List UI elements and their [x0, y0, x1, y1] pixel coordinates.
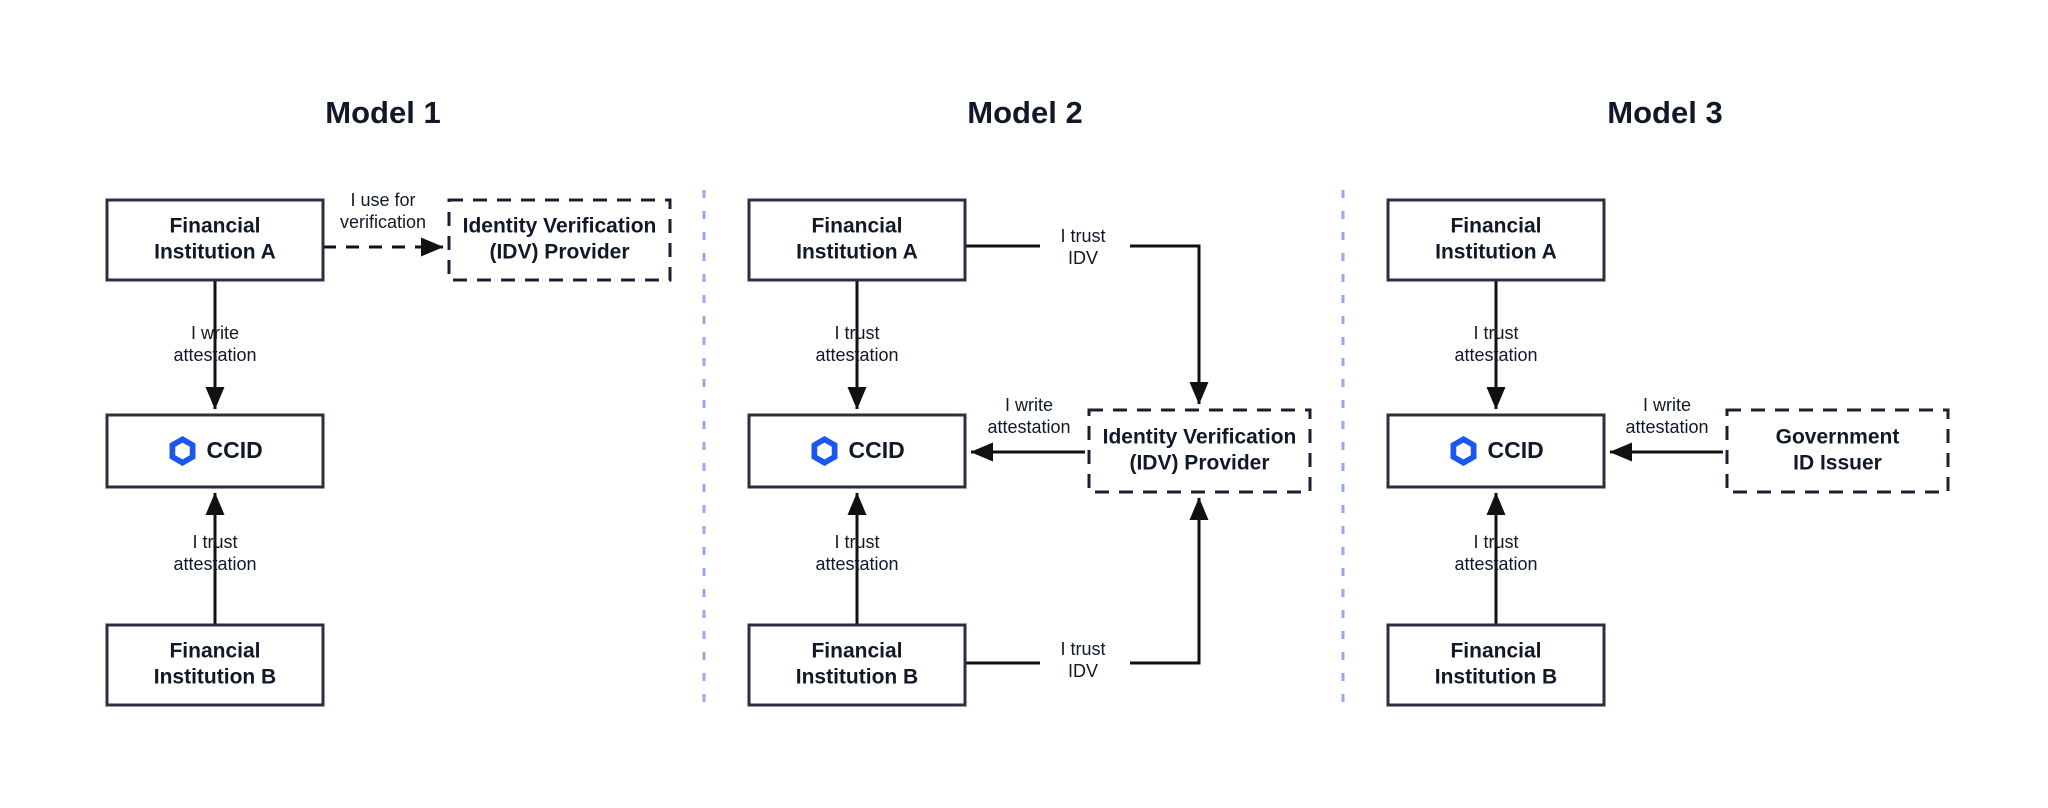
- node-label: Institution B: [796, 666, 918, 689]
- edge-label: attestation: [987, 417, 1070, 437]
- node-label: Institution B: [1435, 666, 1557, 689]
- edge-label: I trust: [1473, 323, 1518, 343]
- node-box[interactable]: [447, 198, 672, 282]
- node-identity-verification-provider[interactable]: Identity Verification (IDV) Provider: [1087, 408, 1312, 494]
- node-label: Financial: [1450, 215, 1541, 238]
- connector-segment: [1130, 244, 1209, 405]
- node-ccid-node[interactable]: CCID: [747, 413, 967, 489]
- node-label: ID Issuer: [1793, 452, 1882, 475]
- edge-label: I write: [191, 323, 239, 343]
- ccid-hexagon-icon: [169, 436, 196, 466]
- edge-label: attestation: [815, 345, 898, 365]
- node-label: Identity Verification: [1103, 426, 1297, 449]
- node-box[interactable]: [747, 198, 967, 282]
- hexagon-inner-cutout: [175, 442, 190, 460]
- edge-label: I write: [1643, 395, 1691, 415]
- edge-label: I trust: [192, 532, 237, 552]
- edge-label: I trust: [834, 532, 879, 552]
- ccid-hexagon-icon: [811, 436, 838, 466]
- model-title: Model 3: [1607, 95, 1722, 130]
- edge-label: attestation: [1454, 345, 1537, 365]
- node-label: Institution A: [1435, 241, 1557, 264]
- node-label: Identity Verification: [463, 215, 657, 238]
- edge-label: attestation: [1625, 417, 1708, 437]
- edge-label: attestation: [815, 554, 898, 574]
- hexagon-inner-cutout: [817, 442, 832, 460]
- node-label: Institution B: [154, 666, 276, 689]
- node-box[interactable]: [1386, 198, 1606, 282]
- edge-label: I trust: [1060, 639, 1105, 659]
- node-box[interactable]: [747, 623, 967, 707]
- node-box[interactable]: [1087, 408, 1312, 494]
- node-label: Financial: [1450, 640, 1541, 663]
- node-box[interactable]: [105, 623, 325, 707]
- edge-label: attestation: [1454, 554, 1537, 574]
- ccid-wordmark: CCID: [207, 437, 263, 463]
- node-label: Financial: [169, 640, 260, 663]
- node-ccid-node[interactable]: CCID: [105, 413, 325, 489]
- node-box[interactable]: [105, 413, 325, 489]
- node-label: (IDV) Provider: [489, 241, 629, 264]
- node-label: (IDV) Provider: [1129, 452, 1269, 475]
- node-identity-verification-provider[interactable]: Identity Verification (IDV) Provider: [447, 198, 672, 282]
- node-label: Financial: [811, 640, 902, 663]
- node-ccid-node[interactable]: CCID: [1386, 413, 1606, 489]
- edge-label: IDV: [1068, 661, 1098, 681]
- node-box[interactable]: [747, 413, 967, 489]
- ccid-hexagon-icon: [1450, 436, 1477, 466]
- edge-label: I trust: [1060, 226, 1105, 246]
- node-label: Financial: [169, 215, 260, 238]
- ccid-wordmark: CCID: [1488, 437, 1544, 463]
- edge-label: verification: [340, 212, 426, 232]
- edge-label: attestation: [173, 554, 256, 574]
- edge-label: IDV: [1068, 248, 1098, 268]
- node-box[interactable]: [1386, 413, 1606, 489]
- node-box[interactable]: [1386, 623, 1606, 707]
- edge-label: I write: [1005, 395, 1053, 415]
- model-title: Model 2: [967, 95, 1082, 130]
- edge-label: I trust: [834, 323, 879, 343]
- connector-segment: [1130, 497, 1209, 665]
- ccid-wordmark: CCID: [849, 437, 905, 463]
- hexagon-inner-cutout: [1456, 442, 1471, 460]
- edge-label: I trust: [1473, 532, 1518, 552]
- model-title: Model 1: [325, 95, 440, 130]
- edge-label: I use for: [350, 190, 415, 210]
- node-box[interactable]: [1725, 408, 1950, 494]
- node-label: Government: [1776, 426, 1900, 449]
- node-government-id-issuer[interactable]: Government ID Issuer: [1725, 408, 1950, 494]
- node-label: Institution A: [154, 241, 276, 264]
- node-label: Financial: [811, 215, 902, 238]
- node-box[interactable]: [105, 198, 325, 282]
- edge-label: attestation: [173, 345, 256, 365]
- node-label: Institution A: [796, 241, 918, 264]
